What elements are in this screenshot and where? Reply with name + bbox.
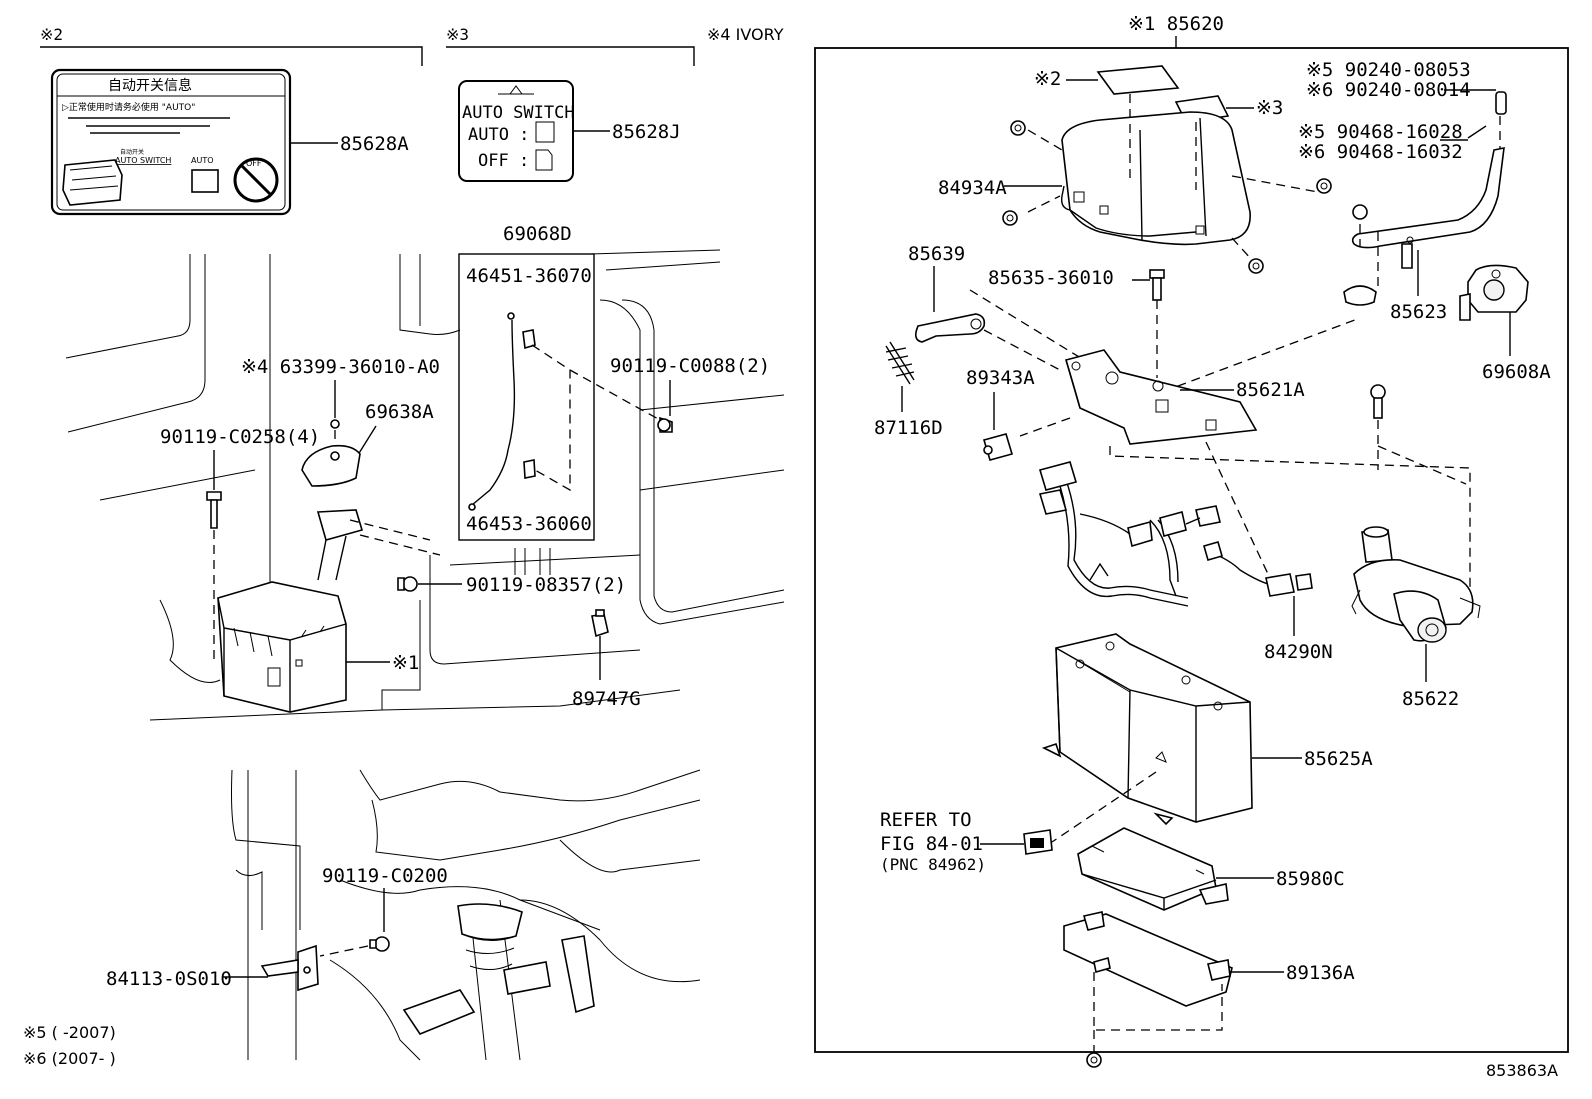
part-90468-16028-label: ※5 90468-16028 <box>1298 121 1463 143</box>
footnote-6: ※6 (2007- ) <box>23 1049 116 1068</box>
upper-cover-84934a <box>1060 111 1251 246</box>
pin-90240 <box>1495 91 1507 115</box>
switch-69608a <box>1459 264 1529 321</box>
bolt-85622 <box>1370 384 1386 419</box>
bolt-90119-08357 <box>397 576 418 592</box>
part-69638a-label: 69638A <box>365 401 434 423</box>
label-85628a-panel: 自动开关信息 ▷正常使用时请务必使用 "AUTO" 自动开关 AUTO SWIT… <box>50 68 292 216</box>
motor-85622 <box>1351 526 1481 643</box>
washer-85623 <box>1343 204 1377 306</box>
part-85628a-label: 85628A <box>340 133 409 155</box>
case-85625a <box>1041 633 1253 826</box>
label-cn-small1: 自动开关 <box>120 148 144 156</box>
vehicle-body-sketch <box>65 249 785 721</box>
group-85620-box <box>814 47 1569 1053</box>
bolt-90119-c0200 <box>369 936 390 952</box>
refer-line3: (PNC 84962) <box>880 855 986 874</box>
part-46453-label: 46453-36060 <box>466 513 592 535</box>
note-3-bracket: ※3 <box>446 25 695 66</box>
note-3-label: ※3 <box>446 25 469 44</box>
bracket-85621a <box>1065 349 1258 445</box>
part-85628j-label: 85628J <box>612 121 681 143</box>
nut-89136a <box>1086 1052 1102 1068</box>
sensor-harness-84290n <box>1203 541 1313 597</box>
kit-69068d-box <box>458 253 595 541</box>
mark-1-label: ※1 <box>392 652 419 674</box>
note-2-bracket: ※2 <box>40 25 423 66</box>
connector-89343a <box>982 433 1014 461</box>
part-85623-label: 85623 <box>1390 301 1447 323</box>
bolt-90119-c0088 <box>657 416 673 433</box>
note-2-label: ※2 <box>40 25 63 44</box>
footnote-5: ※5 ( -2007) <box>23 1023 116 1042</box>
part-85625a-label: 85625A <box>1304 748 1373 770</box>
part-85635-label: 85635-36010 <box>988 267 1114 289</box>
part-89136a-label: 89136A <box>1286 962 1355 984</box>
part-90119-c0200-label: 90119-C0200 <box>322 865 448 887</box>
cockpit-sketch <box>231 769 701 1061</box>
nuts-84934a <box>1002 120 1332 274</box>
part-84290n-label: 84290N <box>1264 641 1333 663</box>
battery-pack-illustration <box>62 159 123 206</box>
part-63399-label: ※4 63399-36010-A0 <box>241 356 440 378</box>
part-89343a-label: 89343A <box>966 367 1035 389</box>
label-cn-line1: ▷正常使用时请务必使用 "AUTO" <box>62 101 195 113</box>
bolt-90119-c0258 <box>206 491 222 529</box>
spring-87116d <box>885 341 915 385</box>
label-en-off: OFF : <box>478 151 529 171</box>
link-arm-85623 <box>1351 146 1505 269</box>
label-85628j-panel: AUTO SWITCH AUTO : OFF : <box>458 80 575 182</box>
part-90119-08357-label: 90119-08357(2) <box>466 574 626 596</box>
group-85620-header: ※1 85620 <box>1128 13 1224 35</box>
plate-89136a <box>1063 911 1233 1007</box>
clip-89747g <box>591 609 609 638</box>
figure-id: 853863A <box>1486 1061 1558 1080</box>
bracket-latch <box>316 509 364 581</box>
cover-note-2: ※2 <box>1034 68 1061 90</box>
part-85621a-label: 85621A <box>1236 379 1305 401</box>
label-cn-switch: AUTO SWITCH <box>115 156 171 165</box>
refer-line1: REFER TO <box>880 809 972 831</box>
label-en-auto: AUTO : <box>468 125 529 145</box>
part-87116d-label: 87116D <box>874 417 943 439</box>
clip-90468 <box>1467 125 1487 139</box>
note-4-ivory: ※4 IVORY <box>707 25 784 44</box>
part-90119-c0088-label: 90119-C0088(2) <box>610 355 770 377</box>
part-90240-08053-label: ※5 90240-08053 <box>1306 59 1471 81</box>
battery-housing <box>217 581 347 713</box>
part-90468-16032-label: ※6 90468-16032 <box>1298 141 1463 163</box>
part-85639-label: 85639 <box>908 243 965 265</box>
ecu-85980c <box>1077 827 1229 911</box>
part-46451-label: 46451-36070 <box>466 265 592 287</box>
part-69068d-label: 69068D <box>503 223 572 245</box>
bolt-85635 <box>1149 269 1165 301</box>
cover-69638a <box>301 444 361 487</box>
part-90240-08014-label: ※6 90240-08014 <box>1306 79 1471 101</box>
clip-63399 <box>330 419 340 429</box>
cover-note-3: ※3 <box>1256 97 1283 119</box>
label-cn-off: OFF <box>246 159 262 168</box>
part-85980c-label: 85980C <box>1276 868 1345 890</box>
part-69608a-label: 69608A <box>1482 361 1551 383</box>
switch-84962 <box>1023 829 1053 855</box>
lever-85639 <box>914 313 986 343</box>
refer-line2: FIG 84-01 <box>880 833 983 855</box>
label-en-title: AUTO SWITCH <box>462 103 575 123</box>
part-90119-c0258-label: 90119-C0258(4) <box>160 426 320 448</box>
release-cable <box>468 312 536 511</box>
wire-harness <box>1038 461 1221 607</box>
label-cn-auto: AUTO <box>191 156 214 165</box>
bracket-84113 <box>260 944 319 992</box>
part-84934a-label: 84934A <box>938 177 1007 199</box>
label-cn-title: 自动开关信息 <box>108 77 192 94</box>
part-89747g-label: 89747G <box>572 688 641 710</box>
part-85622-label: 85622 <box>1402 688 1459 710</box>
part-84113-label: 84113-0S010 <box>106 968 232 990</box>
